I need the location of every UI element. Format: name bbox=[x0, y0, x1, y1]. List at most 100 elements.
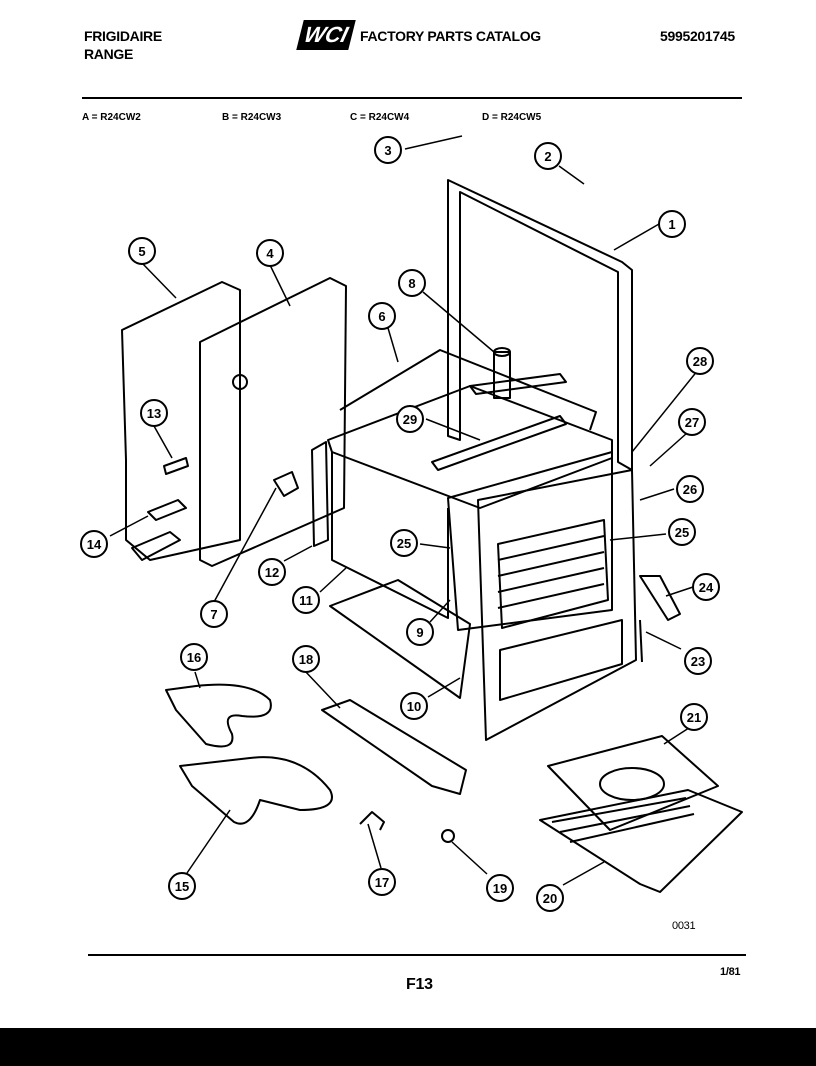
callout-circle-18 bbox=[292, 645, 320, 673]
callout-label-28: 28 bbox=[693, 354, 707, 369]
leader-23 bbox=[645, 631, 682, 650]
part-oven-rack bbox=[497, 519, 609, 629]
callout-circle-2 bbox=[534, 142, 562, 170]
part-bracket-lower bbox=[131, 531, 181, 561]
callout-circle-8 bbox=[398, 269, 426, 297]
callout-circle-1 bbox=[658, 210, 686, 238]
callout-circle-11 bbox=[292, 586, 320, 614]
part-drawer-bracket bbox=[321, 699, 467, 795]
brand-name: FRIGIDAIRE bbox=[84, 28, 162, 44]
leader-11 bbox=[319, 567, 347, 593]
leader-18 bbox=[303, 669, 341, 709]
callout-label-13: 13 bbox=[147, 406, 161, 421]
part-hinge bbox=[639, 575, 681, 621]
drawing-code: 0031 bbox=[672, 920, 696, 932]
callout-circle-16 bbox=[180, 643, 208, 671]
part-door-window bbox=[499, 619, 623, 701]
part-inner-frame bbox=[447, 451, 613, 631]
leader-1 bbox=[613, 223, 660, 251]
leader-27 bbox=[649, 432, 688, 467]
leader-8 bbox=[422, 291, 495, 353]
callout-circle-17 bbox=[368, 868, 396, 896]
callout-label-19: 19 bbox=[493, 881, 507, 896]
callout-circle-12 bbox=[258, 558, 286, 586]
part-broiler-insert bbox=[547, 735, 719, 831]
part-bottom-panel bbox=[329, 579, 471, 699]
part-rail-upper bbox=[469, 373, 567, 395]
catalog-number: 5995201745 bbox=[660, 28, 735, 44]
leader-29 bbox=[425, 418, 481, 441]
callout-label-10: 10 bbox=[407, 699, 421, 714]
part-side-panel-hole bbox=[232, 374, 248, 390]
callout-label-23: 23 bbox=[691, 654, 705, 669]
callout-circle-9 bbox=[406, 618, 434, 646]
part-rail-29 bbox=[431, 415, 567, 471]
callout-label-27: 27 bbox=[685, 415, 699, 430]
leader-24 bbox=[665, 586, 694, 597]
leader-25b bbox=[609, 533, 667, 541]
callout-label-4: 4 bbox=[266, 246, 274, 261]
callout-label-16: 16 bbox=[187, 650, 201, 665]
revision-date: 1/81 bbox=[720, 966, 741, 978]
part-broiler-insert-dimple bbox=[599, 767, 665, 801]
leader-4 bbox=[269, 264, 291, 307]
callout-circle-3 bbox=[374, 136, 402, 164]
callout-circle-5 bbox=[128, 237, 156, 265]
part-broiler-pan-grid bbox=[551, 797, 695, 843]
callout-circle-21 bbox=[680, 703, 708, 731]
callout-circle-25 bbox=[668, 518, 696, 546]
callout-label-26: 26 bbox=[683, 482, 697, 497]
part-oven-body-side bbox=[331, 452, 449, 619]
callout-circle-7 bbox=[200, 600, 228, 628]
part-broiler-pan bbox=[539, 789, 743, 893]
part-broil-element bbox=[179, 756, 333, 825]
model-code-a: A = R24CW2 bbox=[82, 112, 141, 123]
part-door-frame bbox=[477, 469, 637, 741]
callout-label-11: 11 bbox=[299, 593, 313, 608]
product-type: RANGE bbox=[84, 46, 134, 62]
leader-13 bbox=[153, 425, 173, 459]
leader-10 bbox=[427, 677, 461, 698]
part-bake-element bbox=[165, 683, 272, 748]
callout-label-17: 17 bbox=[375, 875, 389, 890]
part-back-panel bbox=[447, 179, 633, 471]
callout-label-20: 20 bbox=[543, 891, 557, 906]
callout-label-9: 9 bbox=[416, 625, 423, 640]
callout-label-25: 25 bbox=[397, 536, 411, 551]
callout-circle-28 bbox=[686, 347, 714, 375]
leader-28 bbox=[631, 369, 699, 453]
scan-edge-bar bbox=[0, 1028, 816, 1066]
leader-25a bbox=[419, 543, 451, 549]
callout-label-3: 3 bbox=[384, 143, 391, 158]
leader-26 bbox=[639, 488, 675, 501]
callout-circles: 1234567891011121314151617181920212324252… bbox=[80, 136, 720, 912]
leader-2 bbox=[558, 165, 585, 185]
callout-circle-6 bbox=[368, 302, 396, 330]
callout-label-7: 7 bbox=[210, 607, 217, 622]
leader-19 bbox=[451, 841, 488, 875]
callout-label-1: 1 bbox=[668, 217, 675, 232]
callout-circle-13 bbox=[140, 399, 168, 427]
part-rack-wires bbox=[497, 535, 605, 609]
callout-label-6: 6 bbox=[378, 309, 385, 324]
callout-circle-15 bbox=[168, 872, 196, 900]
leader-5 bbox=[141, 262, 177, 299]
callout-circle-4 bbox=[256, 239, 284, 267]
part-side-panel-inner bbox=[199, 277, 347, 567]
callout-circle-27 bbox=[678, 408, 706, 436]
model-code-b: B = R24CW3 bbox=[222, 112, 282, 123]
part-grommet-19 bbox=[441, 829, 455, 843]
callout-circle-23 bbox=[684, 647, 712, 675]
part-clip bbox=[163, 457, 189, 475]
leader-16 bbox=[194, 671, 201, 689]
leader-9 bbox=[429, 599, 451, 623]
callout-circle-24 bbox=[692, 573, 720, 601]
callout-label-25: 25 bbox=[675, 525, 689, 540]
callout-label-29: 29 bbox=[403, 412, 417, 427]
callout-label-8: 8 bbox=[408, 276, 415, 291]
callout-label-21: 21 bbox=[687, 710, 701, 725]
part-rod bbox=[639, 619, 643, 663]
part-side-panel-left bbox=[121, 281, 241, 561]
part-grommet bbox=[273, 471, 299, 497]
part-oven-cover bbox=[339, 349, 597, 431]
